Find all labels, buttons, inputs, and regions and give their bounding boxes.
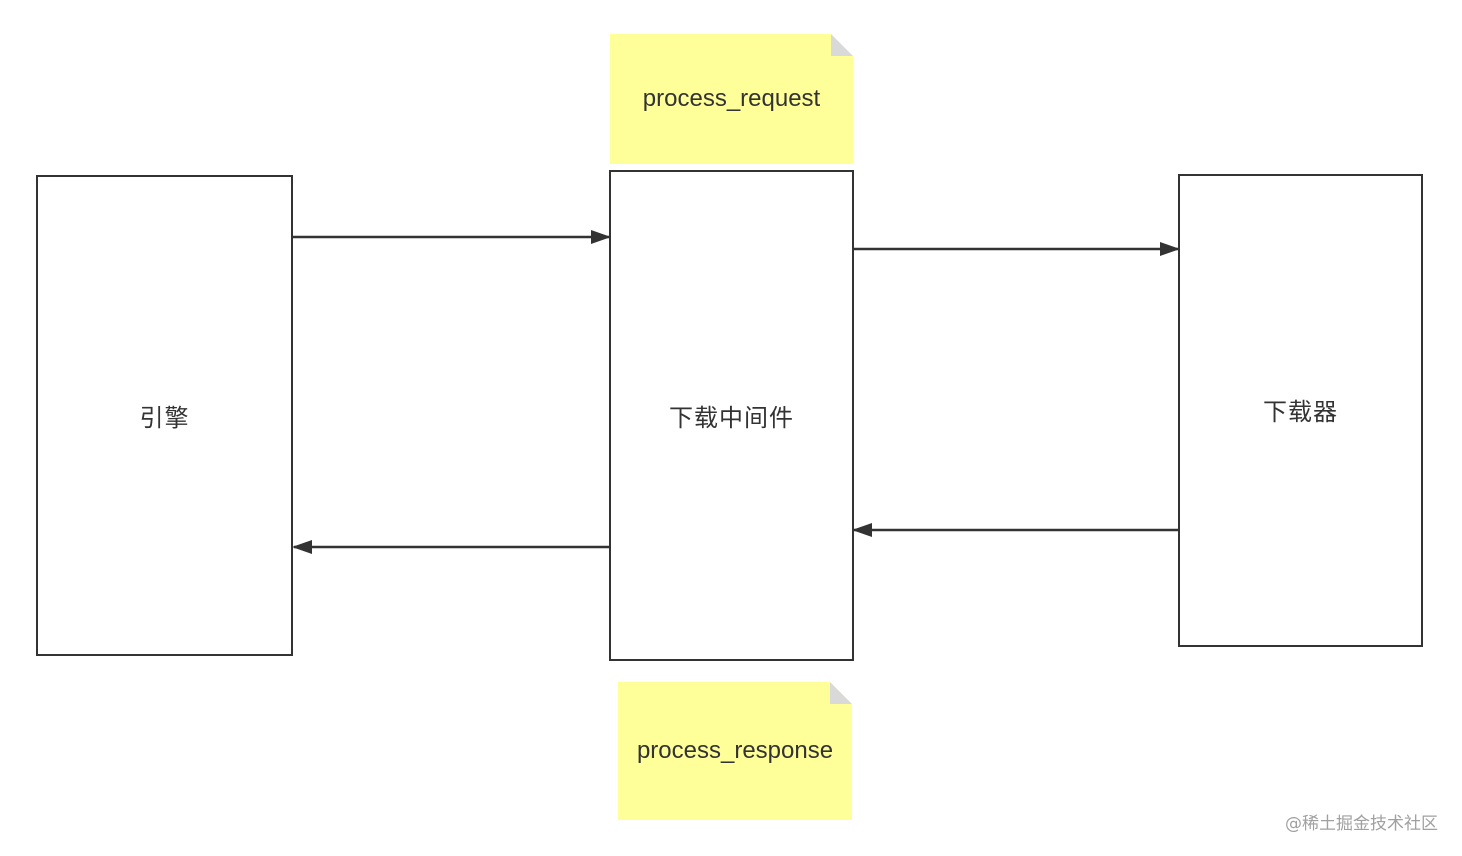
node-engine-label: 引擎 — [139, 404, 190, 432]
note-process-request: process_request — [610, 34, 853, 164]
node-engine: 引擎 — [36, 175, 293, 656]
note-process-response-label: process_response — [636, 737, 834, 764]
note-process-request-label: process_request — [642, 85, 821, 112]
watermark: @稀土掘金技术社区 — [1285, 814, 1438, 834]
note-process-response: process_response — [618, 682, 852, 820]
node-downloader: 下载器 — [1178, 174, 1423, 647]
node-middleware: 下载中间件 — [609, 170, 854, 661]
node-downloader-label: 下载器 — [1263, 398, 1338, 426]
node-middleware-label: 下载中间件 — [669, 404, 794, 432]
